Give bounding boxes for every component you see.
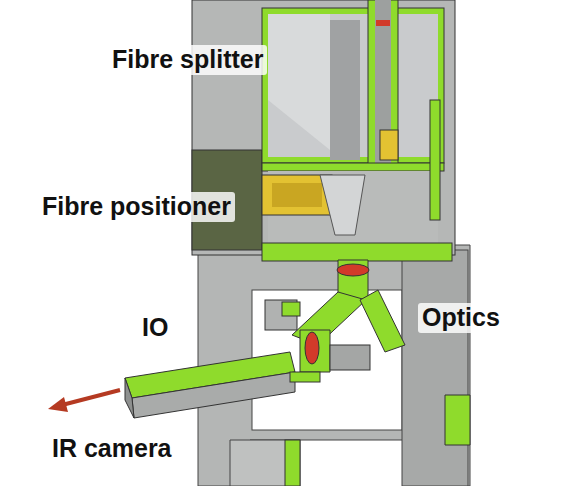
part-label: Optics xyxy=(418,303,504,333)
part-label: Fibre splitter xyxy=(108,45,267,75)
part-label: Fibre positioner xyxy=(38,192,235,222)
part-label: IR camera xyxy=(48,434,176,464)
part-label: IO xyxy=(138,313,172,343)
